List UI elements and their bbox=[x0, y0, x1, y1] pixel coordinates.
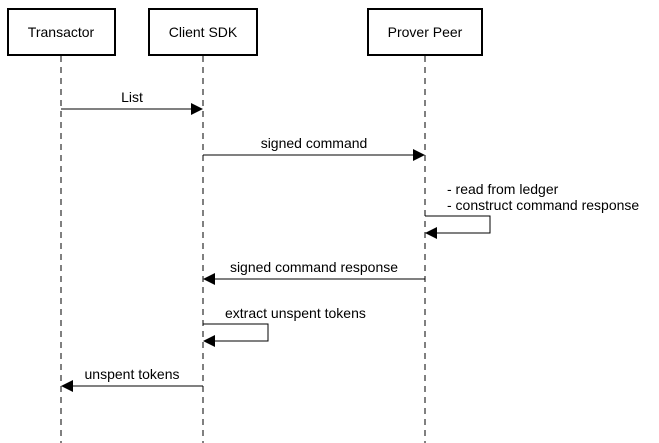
message-signed-command-response: signed command response bbox=[203, 259, 425, 285]
message-unspent-tokens: unspent tokens bbox=[61, 366, 203, 392]
arrowhead-icon bbox=[203, 335, 215, 347]
message-line bbox=[425, 215, 491, 234]
message-label: unspent tokens bbox=[85, 366, 180, 382]
message-label: signed command bbox=[261, 135, 368, 151]
message-line bbox=[203, 323, 269, 342]
participant-label: Transactor bbox=[28, 24, 95, 40]
participant-box bbox=[148, 8, 258, 56]
participant-label: Client SDK bbox=[169, 24, 238, 40]
message-label: List bbox=[121, 89, 143, 105]
participant-box bbox=[7, 8, 116, 56]
messages: List signed command - read from ledger- co… bbox=[61, 89, 639, 392]
participant-prover-peer: Prover Peer bbox=[367, 8, 483, 56]
arrowhead-icon bbox=[191, 103, 203, 115]
participant-box bbox=[367, 8, 483, 56]
message-label: - construct command response bbox=[447, 197, 639, 213]
participant-label: Prover Peer bbox=[388, 24, 463, 40]
message-label: - read from ledger bbox=[447, 181, 559, 197]
message-label: signed command response bbox=[230, 259, 398, 275]
message-label: extract unspent tokens bbox=[225, 305, 366, 321]
arrowhead-icon bbox=[425, 227, 437, 239]
arrowhead-icon bbox=[413, 149, 425, 161]
message-read-construct: - read from ledger- construct command re… bbox=[425, 181, 639, 239]
participant-client-sdk: Client SDK bbox=[148, 8, 258, 56]
lifelines bbox=[60, 56, 426, 443]
arrowhead-icon bbox=[61, 380, 73, 392]
message-signed-command: signed command bbox=[203, 135, 425, 161]
message-list: List bbox=[61, 89, 203, 115]
participants: Transactor Client SDK Prover Peer bbox=[7, 8, 483, 56]
participant-transactor: Transactor bbox=[7, 8, 116, 56]
message-extract-unspent-tokens: extract unspent tokens bbox=[203, 305, 366, 347]
arrowhead-icon bbox=[203, 273, 215, 285]
